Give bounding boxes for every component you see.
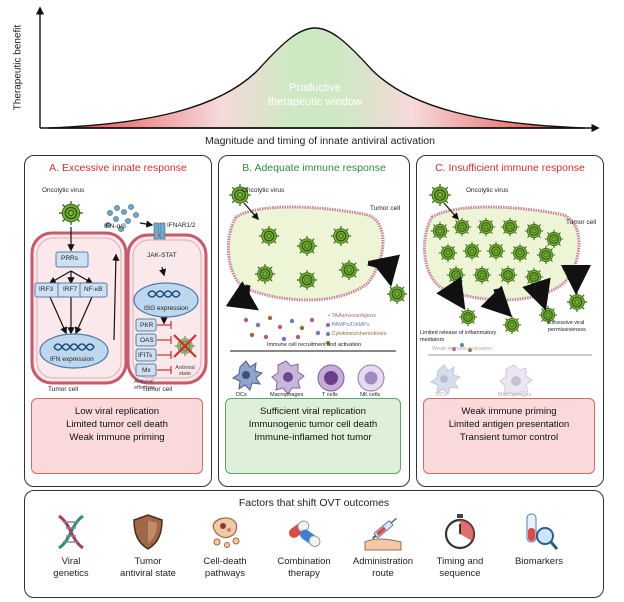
factor-combination-therapy: Combination therapy [265, 512, 343, 579]
nfkb-label: NF-κB [84, 286, 103, 293]
outcome-box-b: Sufficient viral replication Immunogenic… [225, 398, 401, 474]
dying-cell-icon [212, 517, 240, 548]
factors-panel: Factors that shift OVT outcomes [24, 490, 604, 598]
factor-label: genetics [53, 567, 89, 579]
cell-label-nkcells: NK cells [360, 392, 381, 398]
factor-biomarkers: Biomarkers [500, 512, 578, 568]
cell-label-dcs: DCs [236, 392, 247, 398]
factor-label: Biomarkers [514, 556, 564, 567]
pills-icon [288, 520, 321, 547]
factor-label: Administration [352, 556, 414, 567]
effector-pkr: PKR [140, 322, 154, 329]
antiviral-effectors-label: Antiviral effectors [134, 379, 155, 391]
panel-a-virus-label: Oncolytic virus [42, 187, 85, 194]
factors-title: Factors that shift OVT outcomes [238, 497, 390, 509]
outcome-c-1: Weak immune priming [461, 406, 557, 417]
factor-label: pathways [204, 567, 246, 579]
stopwatch-icon [444, 514, 476, 550]
panel-a-illustration [30, 200, 208, 385]
factor-label: therapy [288, 567, 320, 579]
outcome-b-3: Immune-inflamed hot tumor [254, 432, 372, 443]
panel-b-virus-label: Oncolytic virus [242, 187, 285, 194]
factor-tumor-antiviral-state: Tumor antiviral state [109, 512, 187, 579]
factor-label: Tumor [134, 556, 162, 567]
permissiveness-label: Excessive viral permissiveness [548, 320, 586, 333]
outcome-b-2: Immunogenic tumor cell death [248, 419, 378, 430]
shield-icon [133, 514, 163, 550]
legend-taas: • TAAs/neoantigens [328, 313, 376, 319]
factor-cell-death: Cell-death pathways [186, 512, 264, 579]
cell-label-macrophages: Macrophages [270, 392, 304, 398]
x-axis-label: Magnitude and timing of innate antiviral… [205, 135, 435, 147]
factor-label: Viral [61, 556, 81, 567]
factor-timing-sequence: Timing and sequence [421, 512, 499, 579]
factor-label: sequence [439, 567, 481, 579]
antiviral-state-label: Antiviral state [175, 365, 195, 377]
isg-label: ISG expression [144, 305, 189, 312]
outcome-a-2: Limited tumor cell death [66, 419, 168, 430]
window-label-1: Productive [289, 82, 341, 94]
legend-cytokines: • Cytokines/chemokines [328, 331, 387, 337]
panel-b-tumor-cell-label: Tumor cell [370, 205, 401, 212]
ifnar-label: IFNAR1/2 [167, 222, 196, 229]
benefit-curve: Therapeutic benefit Magnitude and timing… [0, 0, 624, 150]
outcome-c-2: Limited antigen presentation [448, 419, 570, 430]
cell-label-tcells: T cells [322, 392, 338, 398]
ifn-label: IFN-α/β [104, 223, 126, 230]
weak-activation-label: Weak immune activation [432, 346, 492, 352]
factor-viral-genetics: Viral genetics [32, 512, 110, 579]
irf3-label: IRF3 [39, 286, 54, 293]
outcome-box-c: Weak immune priming Limited antigen pres… [423, 398, 595, 474]
factor-label: route [372, 567, 394, 579]
outcome-a-3: Weak immune priming [69, 432, 165, 443]
outcome-box-a: Low viral replication Limited tumor cell… [31, 398, 203, 474]
test-tube-magnifier-icon [526, 513, 559, 550]
outcome-c-3: Transient tumor control [459, 432, 559, 443]
panel-b-illustration [225, 183, 408, 395]
panel-c-virus-label: Oncolytic virus [466, 187, 509, 194]
tumor-cell-label-a1: Tumor cell [48, 386, 79, 393]
window-label-2: therapeutic window [267, 96, 363, 108]
ifn-expression-label: IFN expression [50, 356, 94, 363]
factor-administration-route: Administration route [344, 512, 422, 579]
panel-a-title: A. Excessive innate response [49, 162, 187, 174]
effector-mx: Mx [142, 367, 151, 374]
effector-ifits: IFITs [138, 352, 153, 359]
outcome-b-1: Sufficient viral replication [260, 406, 366, 417]
y-axis-label: Therapeutic benefit [12, 24, 24, 111]
recruitment-label: Immune cell recruitment and activation [266, 342, 362, 348]
legend-pamps: • PAMPs/DAMPs [328, 322, 370, 328]
dna-icon [58, 514, 84, 550]
panel-c-illustration [422, 183, 592, 395]
factor-label: Timing and [436, 556, 484, 567]
tumor-cell-label-a2: Tumor cell [142, 386, 173, 393]
irf7-label: IRF7 [63, 286, 78, 293]
prrs-label: PRRs [61, 255, 78, 262]
syringe-arm-icon [364, 517, 402, 551]
panel-c-tumor-cell-label: Tumor cell [566, 219, 597, 226]
mediators-label: Limited release of inflammatory mediator… [420, 330, 497, 343]
cell-label-c-dcs: DCs [436, 392, 447, 398]
panel-c-title: C. Insufficient immune response [435, 162, 585, 174]
outcome-a-1: Low viral replication [74, 406, 160, 417]
factor-label: Cell-death [203, 556, 247, 567]
factor-label: antiviral state [120, 567, 176, 579]
jakstat-label: JAK-STAT [147, 252, 177, 259]
effector-oas: OAS [140, 337, 154, 344]
cell-label-c-macrophages: Macrophages [498, 392, 532, 398]
panel-b-title: B. Adequate immune response [242, 162, 386, 174]
factor-label: Combination [277, 556, 331, 567]
